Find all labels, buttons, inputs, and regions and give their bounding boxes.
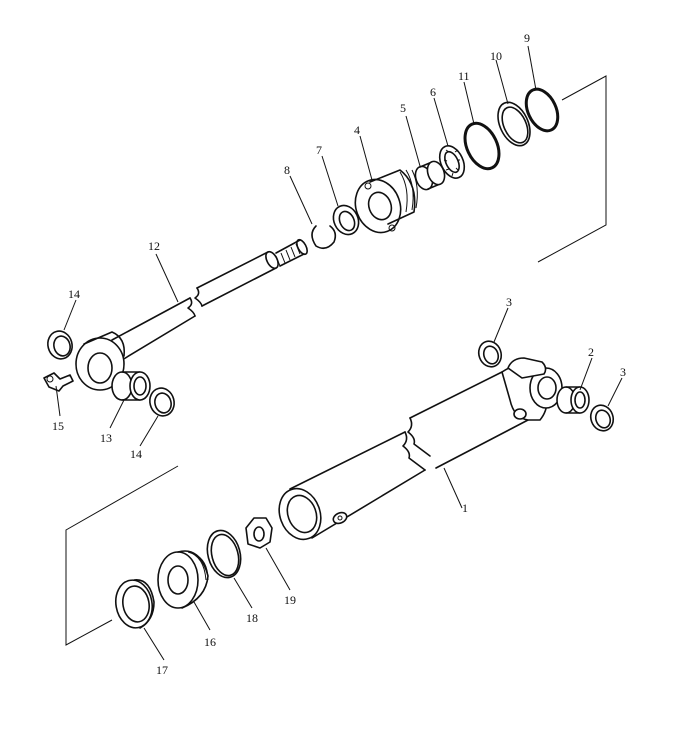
callout-4: 4 (354, 123, 360, 137)
callout-13: 13 (100, 431, 112, 445)
bushing-2 (556, 386, 590, 414)
ring-18 (206, 529, 242, 579)
seal-ring-3-upper (477, 340, 503, 368)
backup-ring-10 (497, 101, 531, 147)
callout-3-upper: 3 (506, 295, 512, 309)
callout-6: 6 (430, 85, 436, 99)
o-ring-9 (524, 87, 560, 133)
seal-ring-14-upper (47, 330, 73, 360)
grease-fitting (43, 372, 74, 392)
callout-3-lower: 3 (620, 365, 626, 379)
callout-12: 12 (148, 239, 160, 253)
callout-9: 9 (524, 31, 530, 45)
bearing-6 (438, 145, 466, 179)
callout-labels: 1 2 3 3 4 5 6 7 8 9 10 11 12 13 14 14 15… (52, 31, 626, 677)
callout-7: 7 (316, 143, 322, 157)
bushing-5 (414, 160, 446, 191)
callout-1: 1 (462, 501, 468, 515)
piston-16 (157, 550, 209, 609)
callout-16: 16 (204, 635, 216, 649)
o-ring-11 (463, 121, 501, 171)
gland-ring-17 (114, 579, 155, 629)
callout-18: 18 (246, 611, 258, 625)
ring-7 (332, 204, 360, 236)
callout-11: 11 (458, 69, 470, 83)
leader-lines (55, 45, 623, 661)
cylinder-head-4 (354, 169, 418, 234)
bushing-13 (111, 371, 151, 401)
snap-ring-8 (311, 225, 337, 250)
cylinder-tube-1 (278, 357, 563, 541)
piston-rod-part (75, 238, 308, 391)
assembly-bracket-lower (65, 465, 179, 646)
callout-14-upper: 14 (68, 287, 80, 301)
callout-14-lower: 14 (130, 447, 142, 461)
assembly-bracket-upper (537, 75, 607, 263)
seal-ring-14-lower (149, 387, 175, 417)
callout-5: 5 (400, 101, 406, 115)
callout-10: 10 (490, 49, 502, 63)
callout-17: 17 (156, 663, 168, 677)
seal-ring-3-lower (589, 404, 615, 432)
nut-19 (245, 517, 273, 549)
callout-19: 19 (284, 593, 296, 607)
callout-2: 2 (588, 345, 594, 359)
callout-8: 8 (284, 163, 290, 177)
callout-15: 15 (52, 419, 64, 433)
